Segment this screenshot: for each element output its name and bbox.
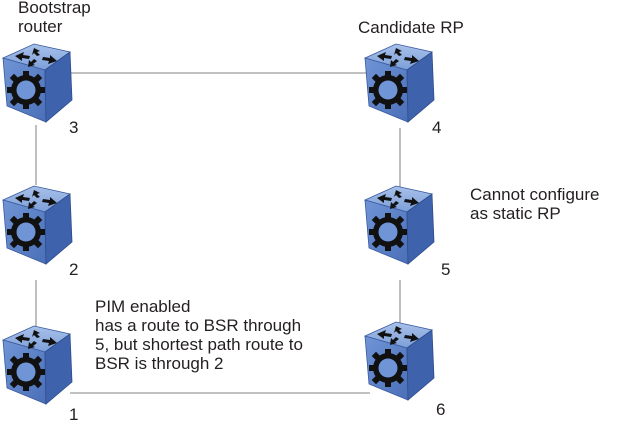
gear-icon xyxy=(369,71,407,109)
router-number-4: 4 xyxy=(432,118,442,137)
gear-icon xyxy=(7,71,45,109)
static-rp-note: Cannot configure as static RP xyxy=(470,185,600,223)
arrows-icon xyxy=(377,190,419,209)
router-1[interactable] xyxy=(0,322,80,408)
pim-note: PIM enabled has a route to BSR through 5… xyxy=(95,297,303,373)
arrows-icon xyxy=(377,326,419,345)
gear-icon xyxy=(369,349,407,387)
router-3[interactable] xyxy=(0,40,80,126)
candidate-rp-label: Candidate RP xyxy=(358,18,464,37)
gear-icon xyxy=(7,353,45,391)
bootstrap-router-label: Bootstrap router xyxy=(18,0,91,36)
router-5[interactable] xyxy=(362,182,442,268)
arrows-icon xyxy=(15,190,57,209)
router-number-1: 1 xyxy=(69,405,79,424)
router-icon xyxy=(363,185,435,265)
router-number-5: 5 xyxy=(441,260,451,279)
router-number-3: 3 xyxy=(69,118,79,137)
router-4[interactable] xyxy=(362,40,442,126)
gear-icon xyxy=(7,213,45,251)
router-number-6: 6 xyxy=(436,400,446,419)
gear-icon xyxy=(369,213,407,251)
router-icon xyxy=(363,321,435,401)
arrows-icon xyxy=(15,330,57,349)
router-number-2: 2 xyxy=(69,260,79,279)
router-icon xyxy=(1,325,73,405)
router-icon xyxy=(363,43,435,123)
router-6[interactable] xyxy=(362,318,442,404)
router-icon xyxy=(1,43,73,123)
arrows-icon xyxy=(377,48,419,67)
router-2[interactable] xyxy=(0,182,80,268)
arrows-icon xyxy=(15,48,57,67)
router-icon xyxy=(1,185,73,265)
